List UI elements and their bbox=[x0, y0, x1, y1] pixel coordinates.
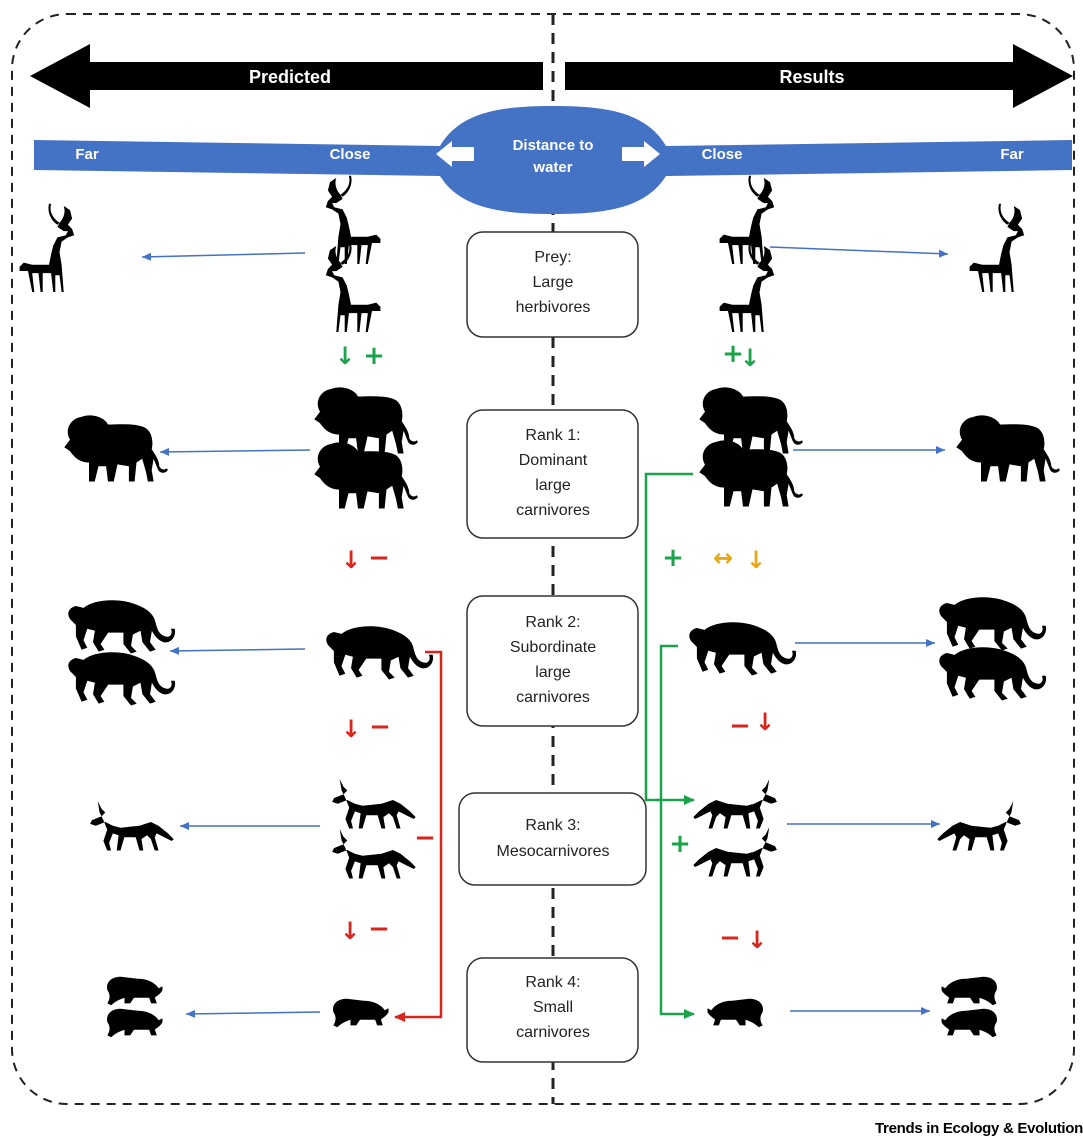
res-prey-plus: + bbox=[722, 339, 744, 369]
jackal-icon bbox=[332, 829, 416, 879]
leopard-icon bbox=[939, 647, 1047, 701]
box-rank1-line1: Rank 1: bbox=[525, 427, 580, 444]
mustelid-icon bbox=[107, 976, 163, 1006]
predicted-prey-arrow bbox=[141, 252, 306, 261]
res-rank2-down-arrow: ↓ bbox=[755, 708, 775, 736]
mustelid-icon bbox=[707, 998, 763, 1028]
pred-rank1-minus: − bbox=[368, 543, 390, 573]
pred-rank2-down-arrow: ↓ bbox=[341, 715, 361, 743]
jackal-icon bbox=[693, 779, 777, 829]
box-rank2: Rank 2: Subordinate large carnivores bbox=[466, 595, 639, 727]
lion-icon bbox=[956, 415, 1060, 482]
pred-rank1-down-arrow: ↓ bbox=[341, 546, 361, 574]
antelope-icon bbox=[19, 203, 75, 292]
water-center-line2: water bbox=[532, 159, 572, 176]
box-rank1-line4: carnivores bbox=[516, 502, 590, 519]
jackal-icon bbox=[693, 827, 777, 877]
pred-prey-down-arrow: ↓ bbox=[335, 342, 355, 370]
res-rank1-double-arrow: ↔ bbox=[713, 544, 733, 572]
water-far-left: Far bbox=[75, 146, 99, 163]
results-positive-connector-rank1 bbox=[644, 472, 695, 805]
mustelid-icon bbox=[107, 1008, 163, 1038]
res-rank3-down-arrow: ↓ bbox=[747, 926, 767, 954]
jackal-icon bbox=[937, 801, 1021, 851]
pred-rank2-minus: − bbox=[369, 712, 391, 742]
pred-rank3-down-arrow: ↓ bbox=[340, 917, 360, 945]
box-rank2-line1: Rank 2: bbox=[525, 614, 580, 631]
leopard-icon bbox=[68, 600, 176, 654]
box-rank4: Rank 4: Small carnivores bbox=[466, 957, 639, 1063]
pred-prey-plus: + bbox=[363, 341, 385, 371]
antelope-icon bbox=[969, 203, 1025, 292]
res-rank2-minus: − bbox=[729, 711, 751, 741]
water-close-right: Close bbox=[702, 146, 743, 163]
outer-frame bbox=[11, 13, 1075, 1105]
pred-rank3-minus: − bbox=[368, 914, 390, 944]
box-rank1: Rank 1: Dominant large carnivores bbox=[466, 409, 639, 539]
water-left-arrow-icon bbox=[436, 141, 474, 167]
results-label: Results bbox=[779, 67, 844, 87]
box-rank4-line3: carnivores bbox=[516, 1024, 590, 1041]
box-prey: Prey: Large herbivores bbox=[466, 231, 639, 338]
lion-icon bbox=[314, 387, 418, 454]
box-rank1-line2: Dominant bbox=[519, 452, 588, 469]
mustelid-icon bbox=[941, 1008, 997, 1038]
box-rank2-line4: carnivores bbox=[516, 689, 590, 706]
leopard-icon bbox=[68, 652, 176, 706]
predicted-connector-minus: − bbox=[414, 823, 436, 853]
box-rank2-line2: Subordinate bbox=[510, 639, 596, 656]
antelope-icon bbox=[719, 243, 775, 332]
predicted-rank4-arrow bbox=[185, 1009, 321, 1018]
mustelid-icon bbox=[941, 976, 997, 1006]
box-prey-line2: Large bbox=[533, 274, 574, 291]
journal-footer: Trends in Ecology & Evolution bbox=[875, 1120, 1083, 1137]
box-rank3: Rank 3: Mesocarnivores bbox=[458, 792, 647, 886]
mustelid-icon bbox=[333, 998, 389, 1028]
water-close-left: Close bbox=[330, 146, 371, 163]
water-far-right: Far bbox=[1000, 146, 1024, 163]
box-prey-line1: Prey: bbox=[534, 249, 571, 266]
predicted-negative-connector bbox=[394, 650, 443, 1022]
leopard-icon bbox=[326, 626, 434, 680]
leopard-icon bbox=[939, 597, 1047, 651]
box-rank4-line2: Small bbox=[533, 999, 573, 1016]
lion-icon bbox=[64, 415, 168, 482]
leopard-icon bbox=[689, 622, 797, 676]
predicted-arrow bbox=[30, 44, 543, 108]
predicted-label: Predicted bbox=[249, 67, 331, 87]
res-rank1-plus: + bbox=[662, 543, 684, 573]
water-band bbox=[34, 106, 1072, 214]
antelope-icon bbox=[325, 243, 381, 332]
results-prey-arrow bbox=[769, 246, 949, 258]
box-rank3-line2: Mesocarnivores bbox=[497, 843, 610, 860]
res-rank3-minus: − bbox=[719, 923, 741, 953]
res-prey-down-arrow: ↓ bbox=[740, 344, 760, 372]
box-rank4-line1: Rank 4: bbox=[525, 974, 580, 991]
predicted-rank1-arrow bbox=[159, 447, 311, 456]
box-rank2-line3: large bbox=[535, 664, 571, 681]
box-rank3-line1: Rank 3: bbox=[525, 817, 580, 834]
results-positive-connector-rank2 bbox=[659, 644, 695, 1019]
jackal-icon bbox=[90, 801, 174, 851]
jackal-icon bbox=[332, 779, 416, 829]
res-rank3-plus: + bbox=[669, 829, 691, 859]
res-rank1-down-arrow: ↓ bbox=[746, 546, 766, 574]
results-arrow bbox=[565, 44, 1073, 108]
box-rank1-line3: large bbox=[535, 477, 571, 494]
box-prey-line3: herbivores bbox=[516, 299, 591, 316]
predicted-rank2-arrow bbox=[169, 646, 306, 655]
water-center-line1: Distance to bbox=[513, 137, 594, 154]
water-right-arrow-icon bbox=[622, 141, 660, 167]
